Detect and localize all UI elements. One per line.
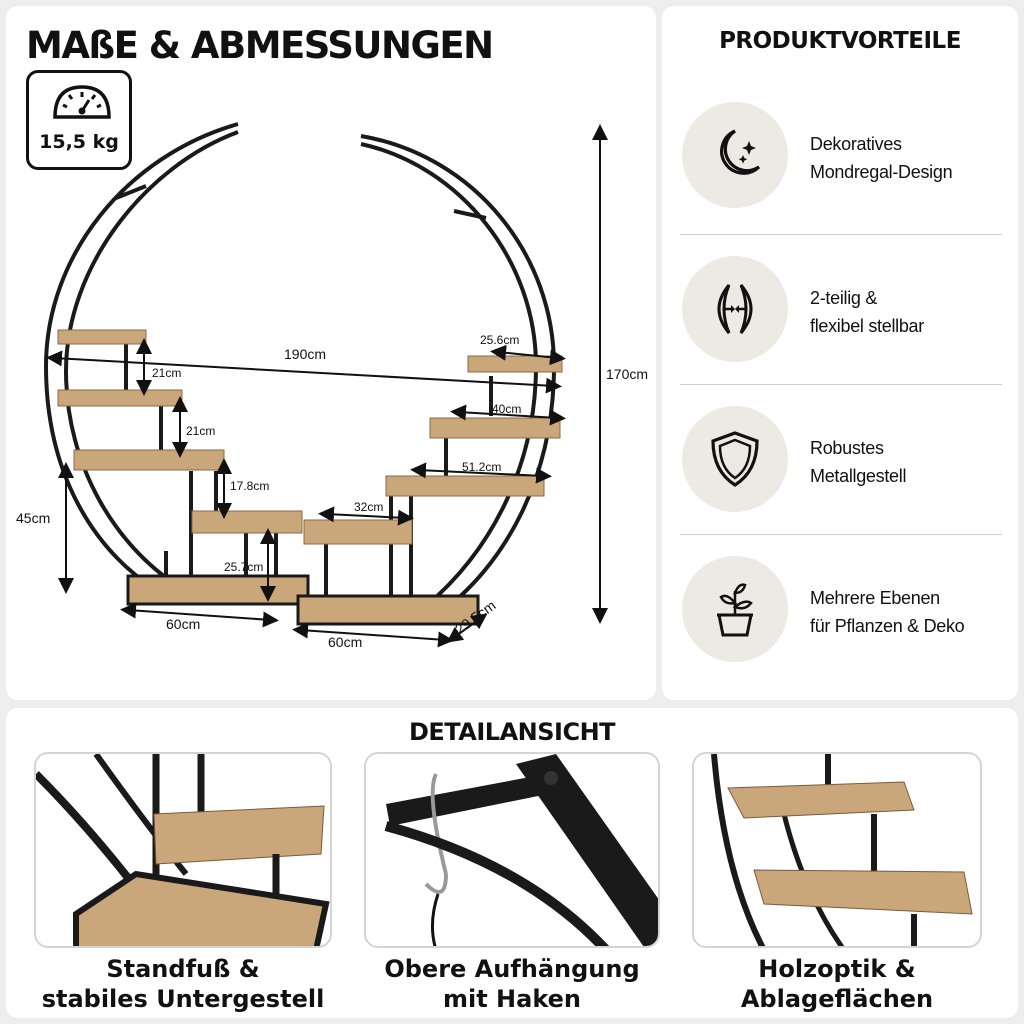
shield-icon — [711, 431, 759, 487]
divider — [680, 534, 1002, 535]
scale-gauge-icon — [53, 85, 111, 119]
benefit-item: 2-teilig & flexibel stellbar — [680, 256, 1002, 366]
wood-detail-image — [711, 754, 973, 946]
benefit-line1: Dekoratives — [810, 134, 902, 154]
dim-right-base-length: 60cm — [328, 634, 363, 650]
dim-right-shelf-4: 32cm — [354, 500, 384, 514]
base-detail-image — [36, 754, 330, 946]
dim-width-total: 190cm — [284, 346, 327, 362]
benefit-line1: Robustes — [810, 438, 884, 458]
benefit-line1: Mehrere Ebenen — [810, 588, 940, 608]
moon-shelf-illustration — [43, 122, 608, 648]
detail-card-hook — [364, 752, 660, 948]
dim-left-spacing-low: 17.8cm — [230, 479, 270, 493]
detail-caption-base: Standfuß & stabiles Untergestell — [41, 955, 325, 1013]
dim-height-base: 45cm — [16, 510, 51, 526]
dim-right-shelf-1: 25.6cm — [480, 333, 520, 347]
benefit-line2: Metallgestell — [810, 466, 907, 486]
benefit-item: Mehrere Ebenen für Pflanzen & Deko — [680, 556, 1002, 666]
detail-card-wood — [692, 752, 982, 948]
moon-stars-icon — [720, 129, 761, 175]
adjust-arrows-icon — [717, 284, 753, 334]
dim-left-base-length: 60cm — [166, 616, 201, 632]
benefit-item: Dekoratives Mondregal-Design — [680, 102, 1002, 212]
detail-panel: DETAILANSICHT Standfuß & stabiles Unterg… — [6, 708, 1018, 1018]
hook-detail-image — [384, 754, 658, 946]
detail-title: DETAILANSICHT — [408, 718, 616, 746]
weight-value: 15,5 kg — [39, 131, 119, 153]
divider — [680, 384, 1002, 385]
dim-left-spacing-mid: 21cm — [186, 424, 216, 438]
dim-height-total: 170cm — [606, 366, 649, 382]
detail-caption-wood: Holzoptik & Ablageflächen — [740, 955, 934, 1013]
weight-badge: 15,5 kg — [26, 70, 132, 170]
dim-left-lowest-height: 25.7cm — [224, 560, 264, 574]
benefit-line2: flexibel stellbar — [810, 316, 924, 336]
benefit-line2: für Pflanzen & Deko — [810, 616, 965, 636]
detail-caption-hook: Obere Aufhängung mit Haken — [384, 955, 640, 1013]
dimensions-panel: MAßE & ABMESSUNGEN 15,5 kg 190cm 170cm 4… — [6, 6, 656, 700]
plant-pot-icon — [717, 583, 753, 637]
benefit-item: Robustes Metallgestell — [680, 406, 1002, 516]
dim-right-shelf-2: 40cm — [492, 402, 522, 416]
dim-right-shelf-3: 51.2cm — [462, 460, 502, 474]
benefit-line1: 2-teilig & — [810, 288, 878, 308]
benefits-title: PRODUKTVORTEILE — [719, 28, 961, 54]
benefit-line2: Mondregal-Design — [810, 162, 953, 182]
dim-left-spacing-top: 21cm — [152, 366, 182, 380]
dimensions-title: MAßE & ABMESSUNGEN — [26, 24, 494, 67]
divider — [680, 234, 1002, 235]
detail-card-base — [34, 752, 332, 948]
benefits-panel: PRODUKTVORTEILE Dekoratives Mondregal-De… — [662, 6, 1018, 700]
